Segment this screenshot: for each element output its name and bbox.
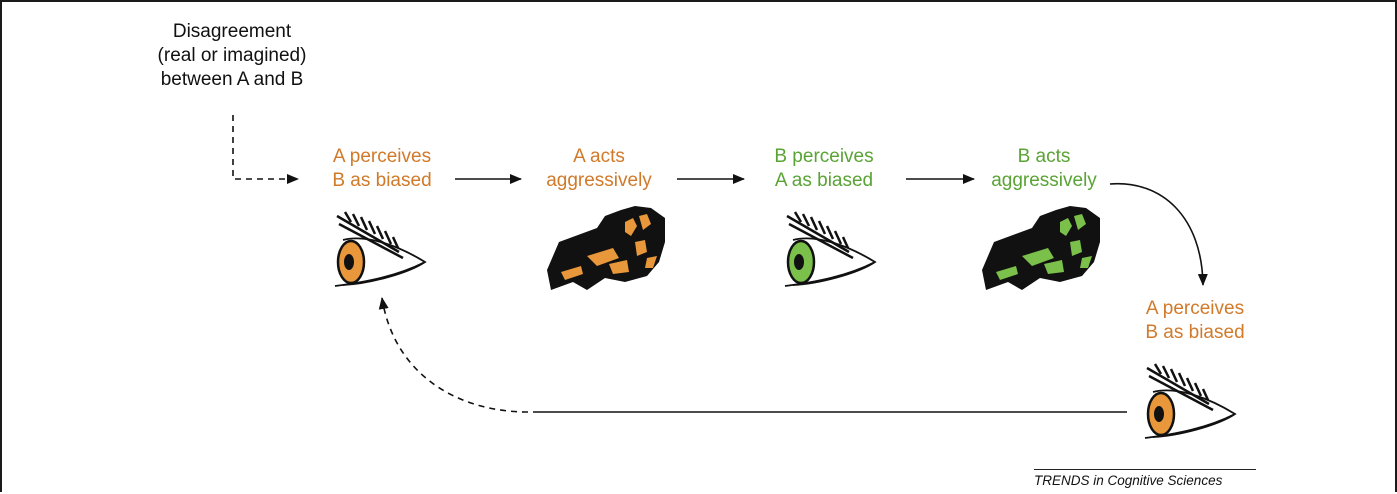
step-4-line2: aggressively [991,170,1097,191]
start-node-line2: (real or imagined) [157,45,307,66]
step-5-line1: A perceives [1145,298,1245,319]
step-1-line2: B as biased [332,170,432,191]
arrows [232,115,1208,413]
step-2-label: A acts aggressively [524,145,674,193]
fist-highlights [561,214,657,280]
step-3-line2: A as biased [774,170,874,191]
step-4-line1: B acts [1017,146,1071,167]
step-3-label: B perceives A as biased [749,145,899,193]
fist-icon [547,206,665,290]
eye-icon [1144,363,1237,439]
step-2-line2: aggressively [546,170,652,191]
step-1-line1: A perceives [332,146,432,167]
arrow-step4-to-step5 [1109,182,1208,286]
step-3-line1: B perceives [774,146,874,167]
step-1-label: A perceives B as biased [307,145,457,193]
fist-icon [982,206,1100,290]
step-4-label: B acts aggressively [969,145,1119,193]
source-credit: TRENDS in Cognitive Sciences [1034,469,1256,488]
start-node-line1: Disagreement [172,21,292,42]
eye-icon [334,211,427,287]
step-5-label: A perceives B as biased [1120,297,1270,345]
step-2-line1: A acts [573,146,625,167]
eye-icon [784,211,877,287]
feedback-dashed-arrow [378,297,529,413]
eyelashes [336,211,404,260]
arrow-disagreement-to-step1 [232,115,299,184]
start-node-line3: between A and B [160,69,304,90]
start-node-label: Disagreement (real or imagined) between … [132,20,332,92]
step-5-line2: B as biased [1145,322,1245,343]
